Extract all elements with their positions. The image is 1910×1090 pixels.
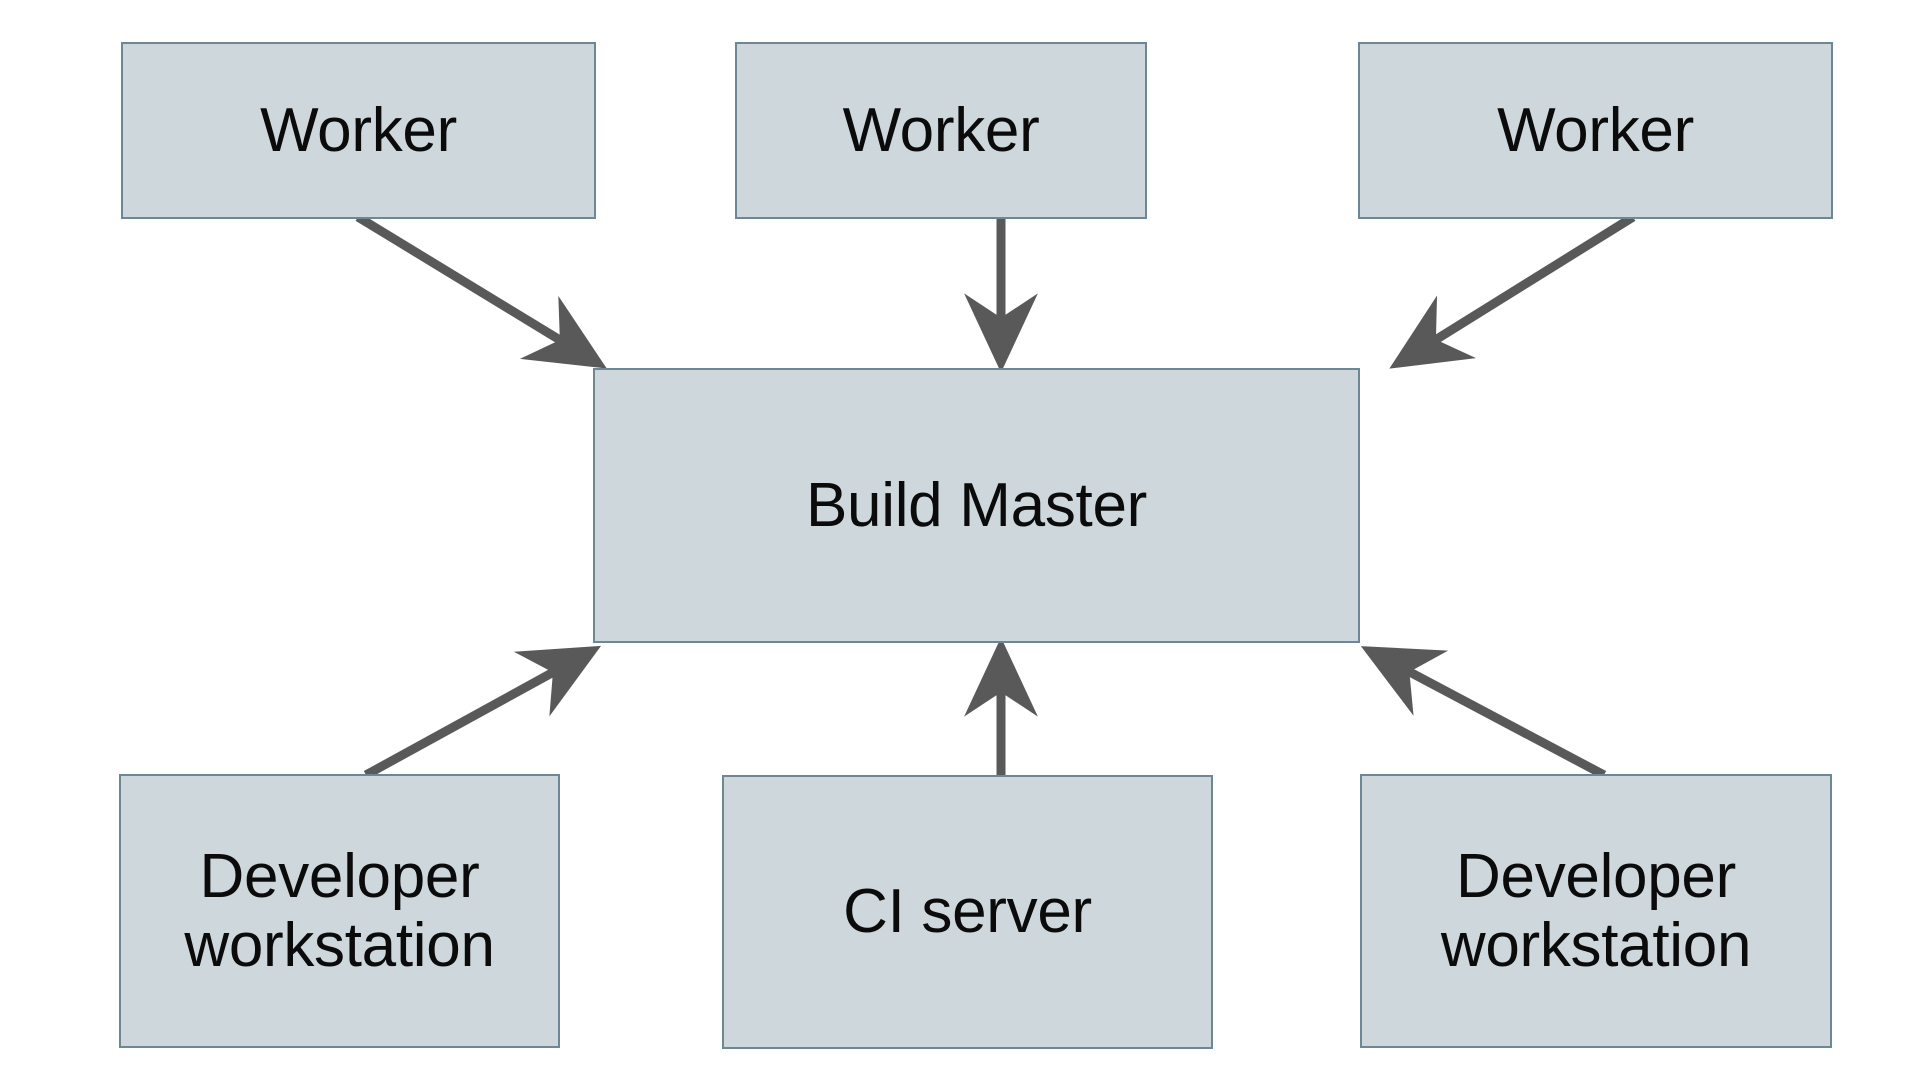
edge-devws-right-to-build-master [1360,646,1607,779]
node-developer-workstation-right[interactable]: Developer workstation [1360,774,1832,1048]
node-developer-workstation-left-label: Developer workstation [184,841,495,980]
node-worker-3-label: Worker [1497,95,1694,165]
node-worker-1-label: Worker [260,95,457,165]
node-developer-workstation-right-label: Developer workstation [1440,841,1752,980]
node-worker-2[interactable]: Worker [735,42,1147,219]
edge-worker-3-to-build-master [1389,213,1636,369]
node-worker-3[interactable]: Worker [1358,42,1833,219]
node-ci-server-label: CI server [843,877,1092,947]
node-worker-2-label: Worker [842,95,1040,165]
edge-worker-1-to-build-master [355,213,607,369]
node-worker-1[interactable]: Worker [121,42,596,219]
node-build-master-label: Build Master [806,470,1147,540]
node-ci-server[interactable]: CI server [722,775,1213,1049]
edge-devws-left-to-build-master [363,645,602,779]
node-developer-workstation-left[interactable]: Developer workstation [119,774,560,1048]
node-build-master[interactable]: Build Master [593,368,1360,643]
